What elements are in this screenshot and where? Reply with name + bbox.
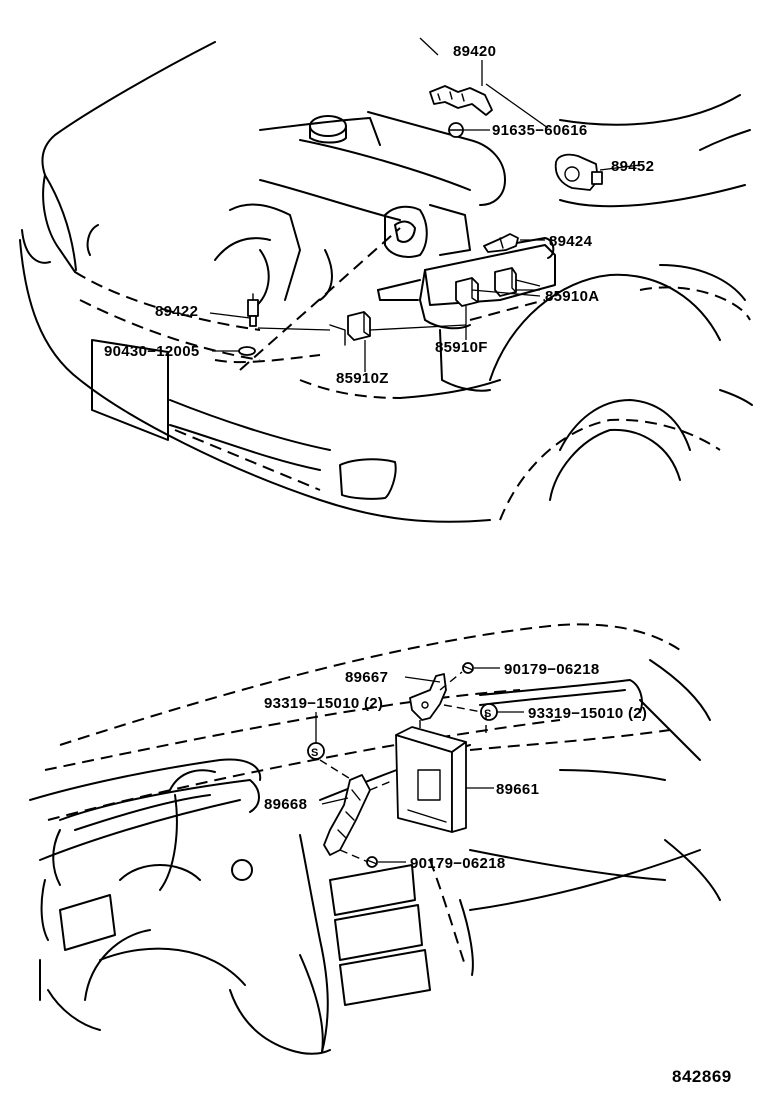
part-90179-06218-nut-bottom[interactable] [366,856,378,868]
part-89661-ecu[interactable] [395,726,467,833]
dashboard-leader-lines [315,667,524,863]
engine-bay-leader-lines [209,37,641,372]
label-93319-15010-right: 93319−15010 (2) [528,705,647,722]
label-91635-60616: 91635−60616 [492,122,587,139]
label-89420: 89420 [453,43,496,60]
part-89668-bracket[interactable] [323,774,371,856]
label-90430-12005: 90430−12005 [104,343,199,360]
engine-bay-illustration [19,41,753,523]
svg-text:S: S [484,708,492,720]
part-90430-12005-gasket[interactable] [238,346,256,356]
part-89424-sensor[interactable] [483,233,519,253]
label-90179-06218-bottom: 90179−06218 [410,855,505,872]
part-93319-15010-stud-right[interactable]: S [480,703,498,721]
label-89422: 89422 [155,303,198,320]
part-85910A-relay[interactable] [494,267,517,297]
svg-text:S: S [311,747,319,759]
label-85910Z: 85910Z [336,370,389,387]
part-91635-60616-fastener[interactable] [448,122,464,138]
label-89452: 89452 [611,158,654,175]
label-93319-15010-left: 93319−15010 (2) [264,695,383,712]
part-93319-15010-stud-left[interactable]: S [307,742,325,760]
dashboard-illustration [29,623,721,1055]
part-85910Z-relay[interactable] [329,311,371,346]
label-90179-06218-top: 90179−06218 [504,661,599,678]
part-89420-harness[interactable] [429,85,493,116]
label-85910F: 85910F [435,339,488,356]
part-89422-sensor[interactable] [247,293,259,327]
label-89424: 89424 [549,233,593,250]
part-89667-bracket[interactable] [409,673,447,721]
part-85910F-relay[interactable] [455,277,479,307]
label-85910A: 85910A [545,288,599,305]
diagram-reference-number: 842869 [672,1067,732,1086]
part-90179-06218-nut-top[interactable] [462,662,474,674]
label-89661: 89661 [496,781,539,798]
label-89667: 89667 [345,669,388,686]
part-89452-sensor[interactable] [554,153,603,191]
label-89668: 89668 [264,796,307,813]
